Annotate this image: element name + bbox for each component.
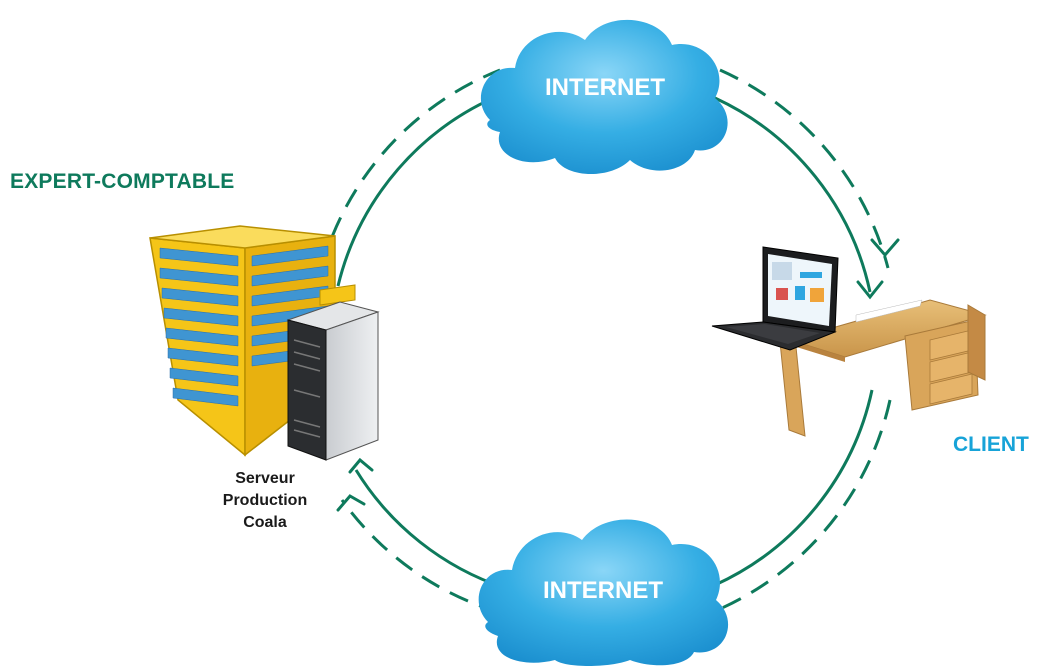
- server-tower-icon: [286, 301, 380, 461]
- client-label: CLIENT: [953, 433, 1029, 456]
- solid-arc-bottom-right: [714, 389, 874, 587]
- cloud-icon: [478, 519, 729, 666]
- arrowheads: [336, 238, 900, 512]
- dashed-arc-top-right: [719, 68, 890, 269]
- desk-icon: [779, 299, 987, 437]
- connection-arcs: [320, 68, 892, 614]
- cloud-label-top: INTERNET: [545, 74, 665, 101]
- solid-arc-top-right: [714, 96, 872, 293]
- arrow-icon: [336, 494, 366, 512]
- dashed-arc-top-left: [320, 68, 501, 267]
- server-label-line: Serveur: [235, 470, 295, 487]
- solid-arc-top-left: [336, 91, 506, 287]
- arrow-icon: [870, 238, 900, 258]
- laptop-icon: [711, 246, 839, 351]
- cloud-icon: [480, 19, 728, 175]
- dashed-arc-bottom-right: [721, 399, 892, 610]
- cloud-label-bottom: INTERNET: [543, 577, 663, 604]
- server-label-line: Production: [222, 492, 308, 509]
- dashed-arc-bottom-left: [340, 499, 499, 614]
- server-label: Serveur Production Coala: [200, 468, 330, 534]
- server-label-line: Coala: [243, 514, 287, 531]
- expert-comptable-label: EXPERT-COMPTABLE: [10, 170, 235, 193]
- solid-arc-bottom-left: [354, 469, 506, 590]
- arrow-icon: [348, 457, 374, 474]
- arrow-icon: [856, 280, 884, 300]
